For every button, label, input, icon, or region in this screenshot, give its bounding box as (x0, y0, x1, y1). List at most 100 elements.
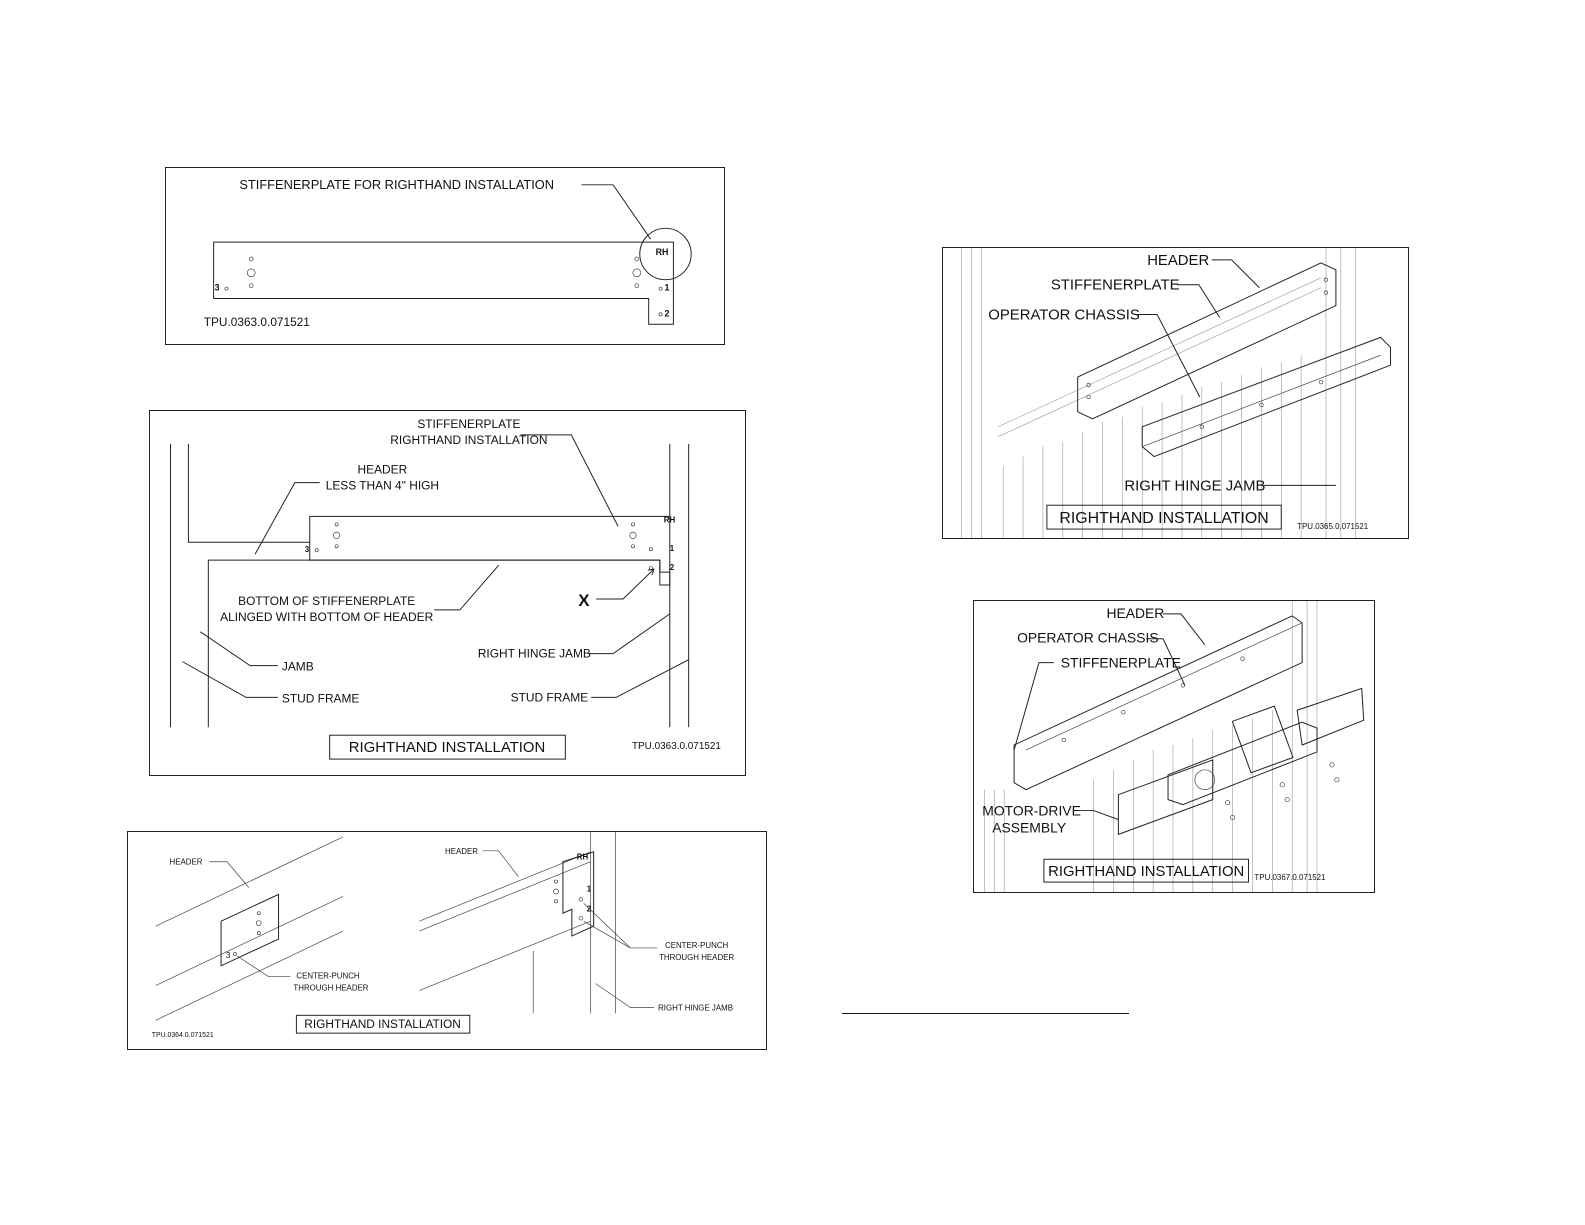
fig4-hole (1323, 277, 1329, 282)
fig3-tpu-code: TPU.0364.0.071521 (152, 1032, 214, 1039)
footnote-rule (842, 1013, 1129, 1014)
fig4-hole (1086, 394, 1091, 400)
fig5-background-lines (984, 601, 1318, 892)
fig3-header-line (155, 930, 344, 1021)
fig5-caption: RIGHTHAND INSTALLATION (1048, 864, 1244, 880)
fig3-hole (578, 916, 583, 921)
fig2-hole (334, 522, 339, 527)
fig5-caption-box (1043, 858, 1249, 883)
fig3-punch-right-leader-2 (583, 920, 631, 949)
fig4-operator-chassis (1141, 336, 1392, 458)
fig2-stiffener-leader (520, 434, 619, 527)
fig4-caption: RIGHTHAND INSTALLATION (1059, 510, 1268, 527)
fig5-hole (1061, 737, 1066, 743)
fig5-header-label: HEADER (1106, 605, 1164, 621)
fig2-bottom-leader (434, 564, 500, 611)
fig4-background-lines (961, 248, 1357, 538)
fig4-drawing: HEADER STIFFENERPLATE OPERATOR CHASSIS R… (961, 248, 1392, 538)
fig1-rh-mark: RH (656, 247, 669, 257)
fig5-header-leader (1163, 613, 1206, 646)
fig2-x-arrowhead (647, 568, 655, 576)
fig3-hole (256, 911, 261, 916)
fig4-stiffener-label: STIFFENERPLATE (1051, 278, 1180, 294)
figure-operator-chassis-mount: HEADER STIFFENERPLATE OPERATOR CHASSIS R… (942, 247, 1409, 539)
fig3-punch-right-1: CENTER-PUNCH (665, 941, 729, 950)
figure-center-punch: 3 HEADER CENTER-PUNCH THROUGH HEADER RH … (127, 831, 767, 1050)
fig2-header-leader (254, 482, 320, 555)
fig2-stud-left-label: STUD FRAME (282, 691, 360, 705)
fig2-hole (333, 531, 341, 539)
fig5-tpu-code: TPU.0367.0.071521 (1254, 873, 1326, 882)
fig1-tpu-code: TPU.0363.0.071521 (204, 315, 311, 329)
fig4-right-hinge-label: RIGHT HINGE JAMB (1124, 478, 1265, 494)
fig1-callout-leader (581, 184, 652, 240)
fig1-drawing: STIFFENERPLATE FOR RIGHTHAND INSTALLATIO… (204, 177, 692, 329)
fig3-rh-mark: RH (577, 853, 589, 862)
fig5-screw (1329, 762, 1335, 768)
fig3-punch-left-leader (236, 955, 291, 978)
fig2-hole (631, 544, 635, 549)
fig3-punch-right-leader-1 (583, 903, 658, 949)
fig4-chassis-leader (1135, 314, 1201, 398)
fig5-stiffener-label: STIFFENERPLATE (1061, 655, 1181, 671)
fig3-header-line (419, 861, 591, 932)
fig5-drawing: HEADER OPERATOR CHASSIS STIFFENERPLATE M… (982, 601, 1365, 892)
fig2-right-hinge-leader (588, 613, 671, 655)
fig1-callout-label: STIFFENERPLATE FOR RIGHTHAND INSTALLATIO… (239, 177, 554, 192)
fig2-header-left (187, 443, 310, 543)
fig2-stiffener-plate (309, 515, 671, 586)
fig2-hole (631, 522, 635, 527)
fig3-punch-left-2: THROUGH HEADER (293, 984, 368, 993)
fig2-x-leader (596, 569, 654, 600)
figure-motor-drive-mount: HEADER OPERATOR CHASSIS STIFFENERPLATE M… (973, 600, 1375, 893)
fig4-hole (1259, 402, 1264, 408)
fig1-hole (632, 268, 642, 278)
fig5-stiffener-leader (1013, 662, 1054, 751)
fig4-door-stripes (1002, 355, 1302, 538)
fig2-right-hinge-label: RIGHT HINGE JAMB (478, 647, 591, 661)
fig4-chassis-label: OPERATOR CHASSIS (988, 308, 1140, 324)
fig3-hole (578, 897, 583, 902)
fig5-gearbox (1231, 705, 1294, 774)
fig3-hole-1-label: 1 (587, 884, 592, 893)
fig5-chassis-label: OPERATOR CHASSIS (1017, 630, 1159, 646)
fig5-motor-label-2: ASSEMBLY (992, 819, 1066, 835)
fig2-hole (314, 548, 319, 553)
fig1-hole (634, 283, 640, 288)
fig2-stiffener-label-2: RIGHTHAND INSTALLATION (390, 433, 547, 447)
fig2-jamb-label: JAMB (282, 660, 314, 674)
fig1-hole (634, 256, 640, 262)
fig5-motor-housing (1296, 687, 1365, 746)
fig4-header-label: HEADER (1147, 253, 1209, 269)
fig5-operator-chassis (1013, 615, 1303, 791)
fig3-hole (553, 888, 559, 895)
fig1-hole (246, 268, 256, 278)
fig5-motor-label-1: MOTOR-DRIVE (982, 803, 1081, 819)
fig2-hole (629, 531, 637, 539)
fig1-hole-1-label: 1 (665, 283, 670, 293)
fig3-header-line (419, 920, 591, 991)
fig4-tpu-code: TPU.0365.0.071521 (1297, 522, 1369, 531)
fig2-x-mark: X (578, 591, 590, 610)
fig2-rh-mark: RH (664, 515, 676, 524)
fig2-header-label-2: LESS THAN 4" HIGH (326, 479, 439, 493)
fig2-bottom-label-2: ALINGED WITH BOTTOM OF HEADER (220, 610, 433, 624)
fig2-caption: RIGHTHAND INSTALLATION (349, 740, 546, 756)
fig3-punch-left-1: CENTER-PUNCH (296, 972, 360, 981)
fig3-header-left-leader (209, 861, 250, 888)
fig5-motor-body (1167, 721, 1318, 806)
fig3-header-line (155, 836, 344, 927)
fig2-header-label-1: HEADER (358, 463, 408, 477)
fig5-screw (1279, 782, 1285, 788)
fig3-hole (554, 879, 558, 884)
fig3-header-right-leader (482, 850, 519, 877)
fig2-jamb-leader (200, 631, 278, 667)
fig2-stud-right-label: STUD FRAME (511, 690, 589, 704)
figure-stiffenerplate-alignment: RH 3 1 2 STIFFENERPLATE RIGHTHAND INSTAL… (149, 410, 746, 776)
fig4-hole (1323, 290, 1329, 295)
fig2-hole-3-label: 3 (305, 545, 310, 554)
fig4-caption-box (1046, 504, 1282, 530)
fig4-hole (1318, 379, 1324, 385)
fig3-hole (554, 899, 558, 904)
figure-stiffenerplate-rh: STIFFENERPLATE FOR RIGHTHAND INSTALLATIO… (165, 167, 725, 345)
